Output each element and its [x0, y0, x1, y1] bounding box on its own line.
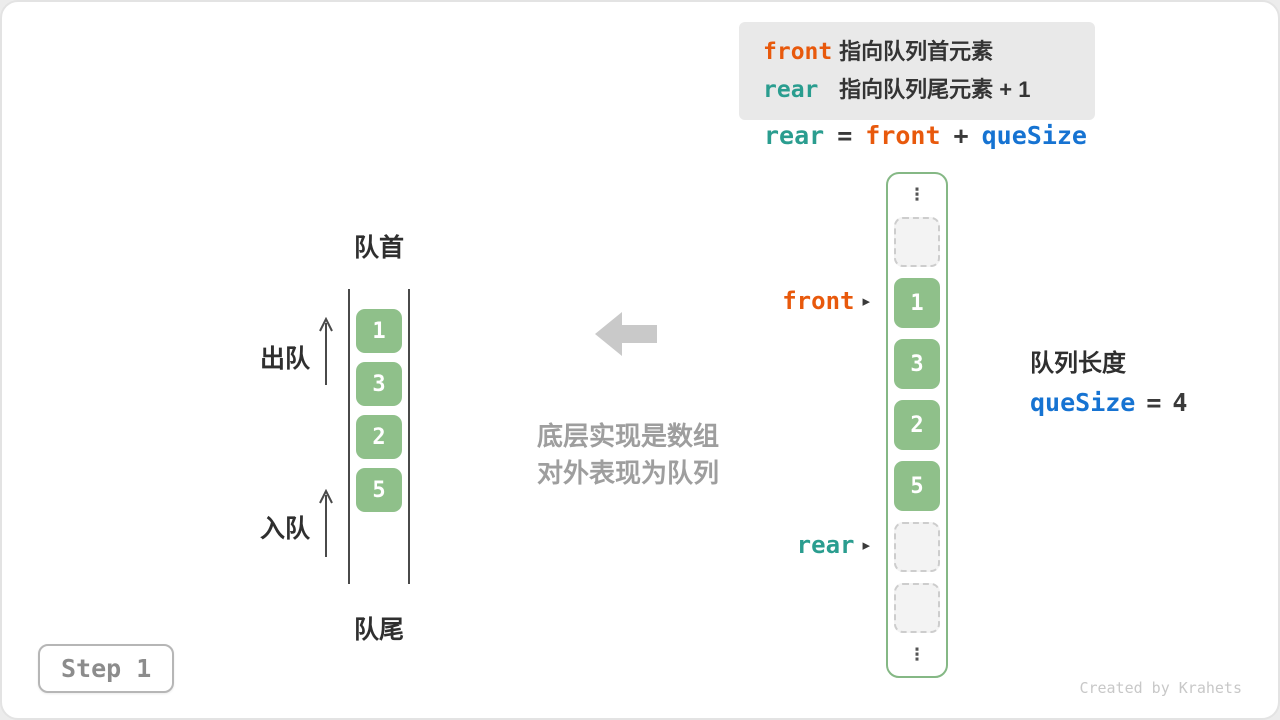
queue-cell: 2: [356, 415, 402, 459]
front-pointer-label: front: [782, 287, 855, 315]
queue-length-value-line: queSize = 4: [1030, 388, 1187, 417]
step-badge: Step 1: [38, 644, 175, 693]
array-cell-empty: [894, 217, 940, 267]
queue-head-label: 队首: [353, 234, 404, 262]
formula-equals: =: [837, 121, 853, 150]
caption-line-1: 底层实现是数组: [536, 421, 719, 451]
queue-tail-label: 队尾: [353, 616, 404, 644]
array-cell-empty: [894, 583, 940, 633]
queue-cells: 1 3 2 5: [356, 309, 402, 512]
enqueue-up-arrow-icon: [319, 489, 333, 557]
dequeue-up-arrow-icon: [319, 317, 333, 385]
array-cell-rear-empty: [894, 522, 940, 572]
quesize-keyword: queSize: [1030, 388, 1136, 417]
array-cell-tail: 5: [894, 461, 940, 511]
legend-line-rear: rear 指向队列尾元素 + 1: [763, 71, 1071, 109]
queue-cell: 1: [356, 309, 402, 353]
enqueue-label: 入队: [260, 515, 311, 543]
rear-keyword: rear: [763, 77, 819, 103]
front-keyword: front: [763, 39, 833, 65]
queue-cell: 5: [356, 468, 402, 512]
formula-plus: +: [953, 121, 969, 150]
rear-pointer: rear ▸: [797, 531, 870, 559]
legend-line-front: front 指向队列首元素: [763, 33, 1071, 71]
array-cell: 2: [894, 400, 940, 450]
legend-box: front 指向队列首元素 rear 指向队列尾元素 + 1: [739, 22, 1095, 120]
array-container: ⋮ 1 3 2 5 ⋮: [886, 172, 948, 678]
formula-rear: rear: [764, 121, 825, 150]
credit-text: Created by Krahets: [1079, 679, 1242, 697]
quesize-value: 4: [1172, 388, 1188, 417]
rear-description: 指向队列尾元素 + 1: [839, 77, 1031, 102]
bottom-ellipsis: ⋮: [908, 645, 926, 664]
dequeue-label: 出队: [260, 345, 311, 373]
rear-pointer-label: rear: [796, 531, 855, 559]
top-ellipsis: ⋮: [908, 185, 926, 204]
pointer-arrow-icon: ▸: [862, 292, 870, 310]
array-cell: 3: [894, 339, 940, 389]
front-description: 指向队列首元素: [839, 39, 994, 64]
left-arrow-icon: [595, 312, 657, 356]
queue-cell: 3: [356, 362, 402, 406]
queue-length-title: 队列长度: [1030, 350, 1126, 377]
pointer-arrow-icon: ▸: [862, 536, 870, 554]
queue-wall-left: [348, 289, 350, 584]
pointer-formula: rear = front + queSize: [764, 121, 1087, 150]
queue-length-info: 队列长度 queSize = 4: [1030, 343, 1187, 417]
caption-line-2: 对外表现为队列: [536, 458, 719, 488]
queue-wall-right: [408, 289, 410, 584]
array-cell-front: 1: [894, 278, 940, 328]
front-pointer: front ▸: [782, 287, 870, 315]
quesize-equals: =: [1146, 388, 1162, 417]
formula-quesize: queSize: [981, 121, 1087, 150]
formula-front: front: [865, 121, 941, 150]
